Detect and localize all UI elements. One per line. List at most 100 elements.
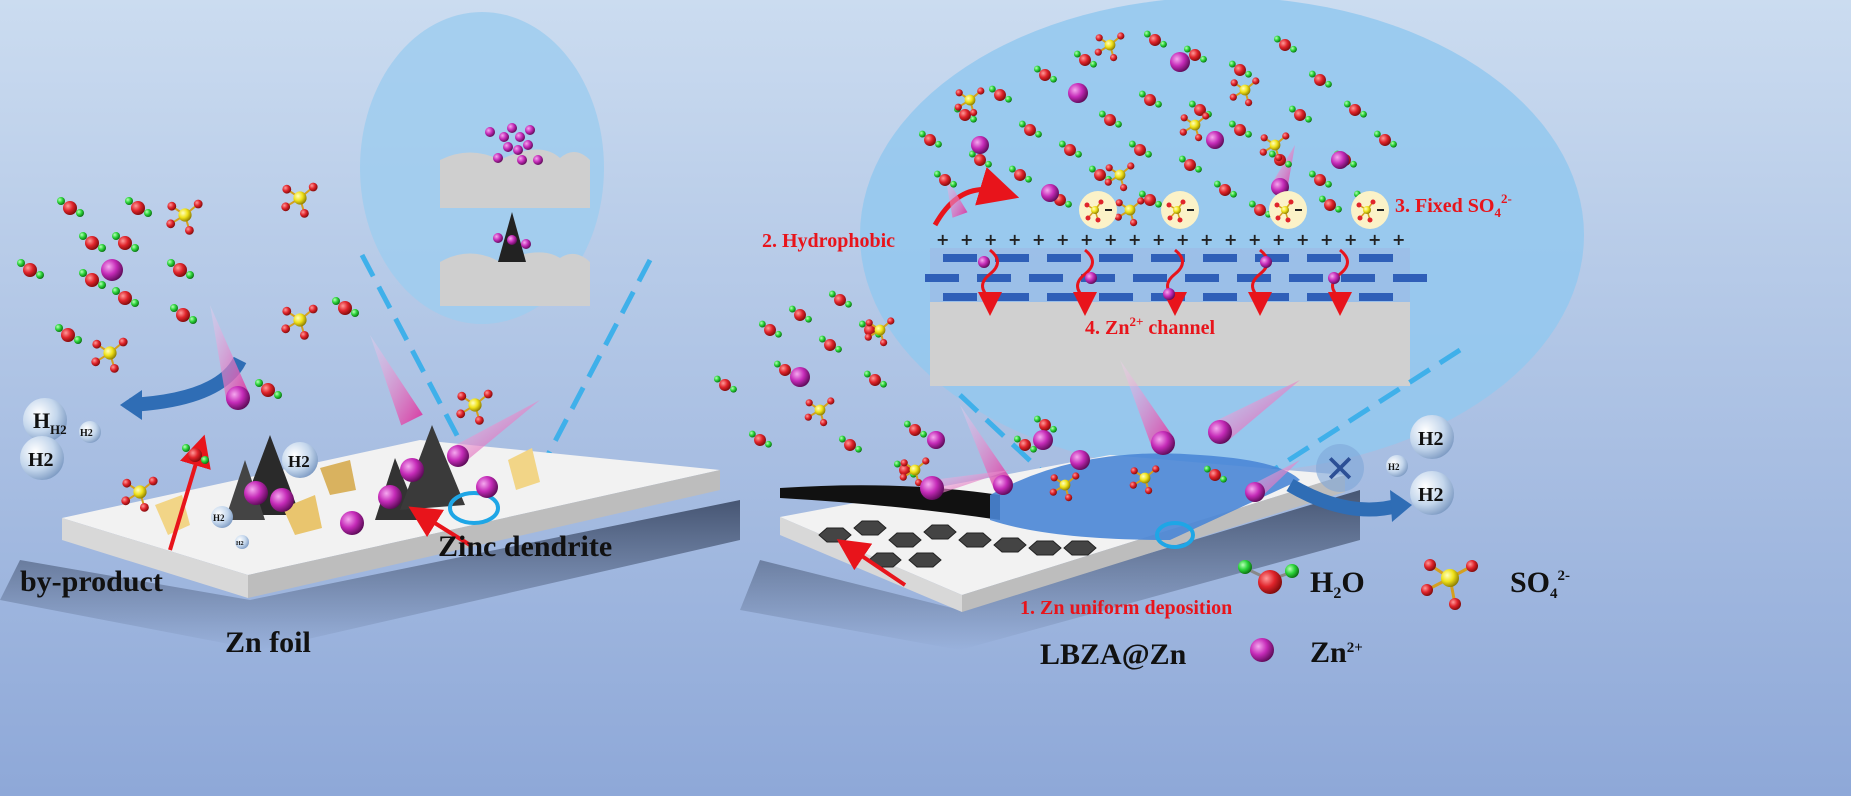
water-molecule	[1178, 155, 1202, 173]
zinc-ion	[244, 481, 268, 505]
zn-ion-trail	[1213, 380, 1300, 443]
water-molecule	[788, 305, 812, 323]
zinc-dendrite-label: Zinc dendrite	[438, 530, 612, 563]
h2-bubble: H2	[211, 506, 233, 528]
step1-uniform-deposition-label: 1. Zn uniform deposition	[1020, 597, 1232, 619]
water-molecule	[968, 150, 992, 168]
byproduct-flake	[508, 448, 540, 490]
svg-text:H2: H2	[213, 513, 225, 523]
svg-text:H2: H2	[1418, 428, 1444, 450]
zn-deposit-hexagon	[958, 532, 992, 548]
water-molecule	[1273, 35, 1297, 53]
water-molecule	[1128, 140, 1152, 158]
zinc-ion	[378, 485, 402, 509]
sulfate-ion	[91, 337, 128, 373]
water-molecule	[1098, 110, 1122, 128]
svg-text:H2: H2	[28, 449, 54, 471]
water-molecule	[112, 232, 139, 252]
water-molecule	[1343, 100, 1367, 118]
zinc-ion	[447, 445, 469, 467]
svg-text:H2: H2	[80, 428, 93, 439]
lamella-dash	[1133, 274, 1167, 282]
positive-charge: +	[1200, 230, 1213, 249]
lamella-dash	[943, 254, 977, 262]
water-molecule	[1058, 140, 1082, 158]
sulfate-ion	[1104, 162, 1135, 192]
lamella-dash	[1289, 274, 1323, 282]
water-molecule	[55, 324, 82, 344]
svg-text:H: H	[33, 408, 50, 433]
sulfate-ion	[1049, 472, 1080, 502]
lamella-dash	[995, 254, 1029, 262]
zinc-ion	[993, 475, 1013, 495]
water-molecule	[1213, 180, 1237, 198]
positive-charge: +	[1032, 230, 1045, 249]
water-molecule	[1188, 100, 1212, 118]
lamella-dash	[1359, 293, 1393, 301]
zinc-ion	[1151, 431, 1175, 455]
zinc-ion	[517, 155, 527, 165]
sulfate-ion	[1179, 112, 1210, 142]
lamella-dash	[1203, 254, 1237, 262]
positive-charge: +	[1128, 230, 1141, 249]
lamella-dash	[1185, 274, 1219, 282]
water-molecule	[1008, 165, 1032, 183]
positive-charge: +	[1392, 230, 1405, 249]
zinc-ion	[400, 458, 424, 482]
zinc-ion	[533, 155, 543, 165]
molecules	[17, 30, 1397, 535]
positive-charge: +	[1008, 230, 1021, 249]
positive-charge: +	[1176, 230, 1189, 249]
water-molecule	[1183, 45, 1207, 63]
step4-zn-channel-label: 4. Zn2+ channel	[1085, 314, 1216, 339]
lamella-dash	[1099, 293, 1133, 301]
lbza-film	[990, 453, 1300, 540]
zinc-ion	[515, 132, 525, 142]
water-molecule	[1308, 170, 1332, 188]
lamella-dash	[1255, 254, 1289, 262]
positive-charge: +	[1272, 230, 1285, 249]
water-molecule	[1033, 415, 1057, 433]
zinc-ion	[978, 256, 990, 268]
lbza-zn-label: LBZA@Zn	[1040, 638, 1187, 671]
lamella-dash	[977, 274, 1011, 282]
lamella-dash	[995, 293, 1029, 301]
water-molecule	[828, 290, 852, 308]
zinc-ion	[927, 431, 945, 449]
water-molecule	[1373, 130, 1397, 148]
water-molecule	[818, 335, 842, 353]
water-molecule	[903, 420, 927, 438]
zinc-ion	[226, 386, 250, 410]
zinc-dendrite	[400, 425, 465, 510]
lamella-dash	[1255, 293, 1289, 301]
h2-bubble: H2	[235, 535, 249, 549]
water-molecule	[1013, 435, 1037, 453]
fixed-sulfate	[1161, 191, 1199, 229]
zinc-ion	[790, 367, 810, 387]
water-molecule	[838, 435, 862, 453]
blocked-h2-arrow	[1286, 478, 1403, 517]
lamella-dash	[1029, 274, 1063, 282]
zinc-ion	[507, 123, 517, 133]
zn-substrate-zoom	[930, 302, 1410, 386]
zn-ion-trail	[1272, 145, 1295, 188]
water-molecule	[57, 197, 84, 217]
water-molecule	[125, 197, 152, 217]
h2-bubble: H2	[1386, 455, 1408, 477]
water-molecule	[170, 304, 197, 324]
water-molecule	[1308, 70, 1332, 88]
hydrogen-atom-icon	[1238, 560, 1252, 574]
zinc-ion-icon	[1250, 638, 1274, 662]
water-molecule	[1018, 120, 1042, 138]
zn-foil-label: Zn foil	[225, 626, 311, 659]
zinc-ion	[1206, 131, 1224, 149]
water-molecule	[79, 269, 106, 289]
dendrite-arrow	[408, 506, 472, 547]
legend: H2O SO42- Zn2+	[1238, 559, 1570, 669]
water-molecule	[1143, 30, 1167, 48]
water-molecule	[748, 430, 772, 448]
blocked-marker	[1316, 444, 1364, 492]
zinc-ion	[521, 239, 531, 249]
sulfate-ion	[281, 304, 318, 340]
svg-text:H2: H2	[288, 452, 310, 471]
